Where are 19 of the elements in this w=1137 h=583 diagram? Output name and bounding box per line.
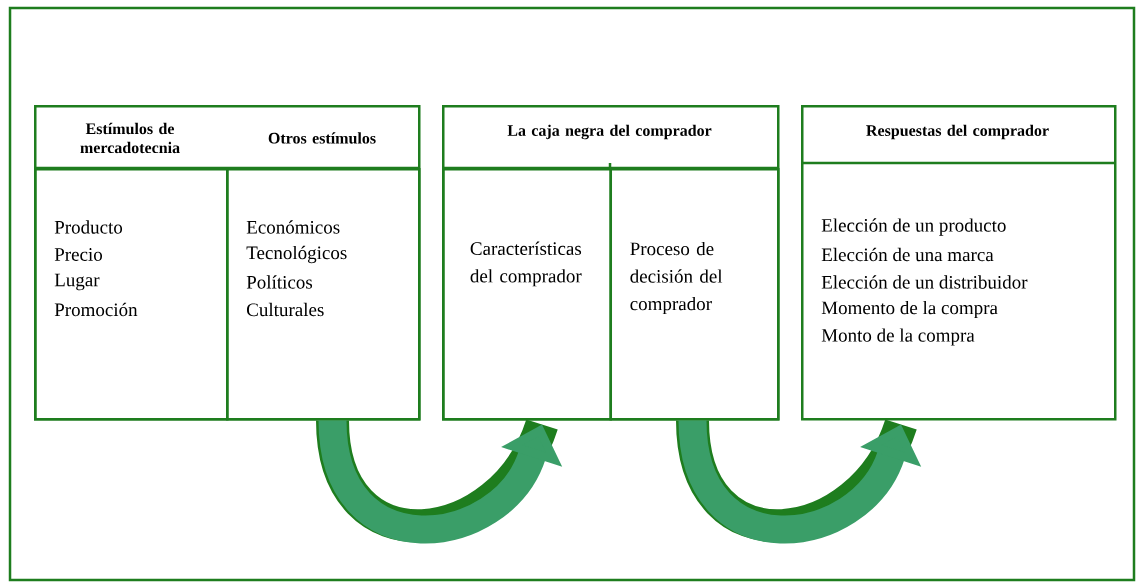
body-text: Características del comprador [470, 241, 582, 287]
list-item: Producto [54, 220, 123, 234]
list-item: Lugar [54, 273, 100, 291]
list-item: Políticos [246, 275, 313, 289]
heading: Otros estímulos [268, 132, 376, 144]
list-item: Tecnológicos [246, 245, 347, 264]
list-item: Monto de la compra [821, 328, 975, 346]
list-item: Elección de un distribuidor [821, 275, 1028, 289]
list-item: Elección de un producto [821, 218, 1006, 236]
list-item: Promoción [54, 302, 138, 317]
list-item: Elección de una marca [821, 247, 994, 262]
heading: Estímulos de mercadotecnia [80, 122, 180, 154]
heading: Respuestas del comprador [866, 124, 1049, 140]
list-item: Económicos [246, 220, 340, 234]
body-text: Proceso de decisión del comprador [630, 241, 723, 315]
list-item: Momento de la compra [821, 300, 998, 319]
heading: La caja negra del comprador [507, 124, 712, 140]
list-item: Precio [54, 248, 102, 261]
list-item: Culturales [247, 302, 324, 317]
